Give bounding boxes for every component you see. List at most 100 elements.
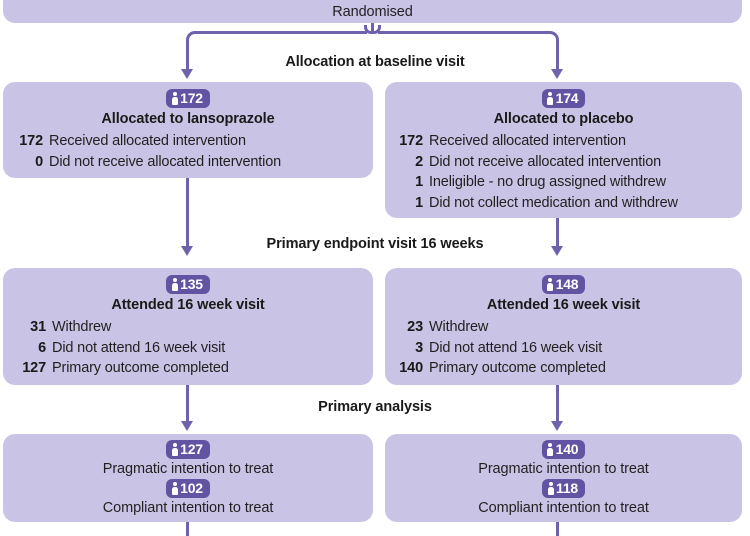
analysis-left-compliant-count: 102 (180, 480, 203, 497)
stage-label-allocation: Allocation at baseline visit (285, 54, 465, 70)
item-count: 6 (38, 339, 46, 356)
allocation-left-items: 172 Received allocated intervention 0 Di… (3, 131, 373, 172)
connector-left-allocation-to-endpoint (186, 178, 189, 248)
item-label: Withdrew (52, 319, 112, 336)
allocation-right-box: 174 Allocated to placebo 172 Received al… (385, 82, 742, 218)
item-count: 172 (19, 133, 43, 150)
connector-right-analysis-outgoing (556, 522, 559, 536)
analysis-right-compliant-badge: 118 (542, 479, 585, 499)
allocation-left-box: 172 Allocated to lansoprazole 172 Receiv… (3, 82, 373, 178)
analysis-left-compliant-label: Compliant intention to treat (102, 500, 274, 517)
person-icon (171, 91, 178, 106)
allocation-right-items: 172 Received allocated intervention 2 Di… (385, 131, 742, 213)
person-icon (547, 481, 554, 496)
connector-split-right-curve (371, 25, 381, 34)
person-icon (171, 277, 178, 292)
arrowhead-left-allocation (181, 69, 193, 79)
list-item: 1 Ineligible - no drug assigned withdrew (393, 172, 742, 193)
endpoint-right-title: Attended 16 week visit (486, 297, 641, 314)
item-label: Did not collect medication and withdrew (429, 194, 678, 211)
list-item: 127 Primary outcome completed (16, 358, 373, 379)
analysis-left-compliant-badge-row: 102 (3, 479, 373, 499)
allocation-right-badge-row: 174 (385, 89, 742, 109)
connector-left-endpoint-to-analysis (186, 385, 189, 423)
endpoint-left-badge-row: 135 (3, 275, 373, 295)
endpoint-left-badge: 135 (166, 275, 210, 295)
allocation-right-badge-count: 174 (555, 90, 579, 106)
connector-left-analysis-outgoing (186, 522, 189, 536)
allocation-left-badge-row: 172 (3, 89, 373, 109)
endpoint-right-badge: 148 (541, 275, 586, 295)
endpoint-left-badge-count: 135 (180, 276, 203, 292)
item-label: Received allocated intervention (429, 133, 626, 150)
item-count: 2 (415, 153, 423, 170)
item-count: 140 (399, 360, 423, 377)
list-item: 2 Did not receive allocated intervention (393, 152, 742, 173)
allocation-left-badge-count: 172 (180, 90, 203, 106)
analysis-left-pragmatic-label: Pragmatic intention to treat (102, 461, 274, 478)
endpoint-right-box: 148 Attended 16 week visit 23 Withdrew 3… (385, 268, 742, 385)
item-label: Withdrew (429, 319, 489, 336)
list-item: 3 Did not attend 16 week visit (393, 338, 742, 359)
connector-split-bar-left (195, 31, 367, 34)
list-item: 140 Primary outcome completed (393, 358, 742, 379)
analysis-right-pragmatic-count: 140 (555, 441, 579, 457)
item-label: Did not receive allocated intervention (429, 153, 662, 170)
item-count: 127 (22, 360, 46, 377)
analysis-left-pragmatic-badge: 127 (166, 440, 210, 460)
person-icon (171, 442, 178, 457)
analysis-left-box: 127 Pragmatic intention to treat 102 Com… (3, 434, 373, 522)
connector-down-to-left-allocation (186, 43, 189, 71)
item-count: 1 (415, 174, 423, 191)
allocation-left-title: Allocated to lansoprazole (101, 111, 275, 128)
analysis-right-compliant-label: Compliant intention to treat (478, 500, 649, 517)
analysis-right-compliant-count: 118 (556, 480, 578, 497)
randomised-box: Randomised (3, 0, 742, 23)
connector-right-allocation-to-endpoint (556, 218, 559, 248)
endpoint-left-items: 31 Withdrew 6 Did not attend 16 week vis… (3, 317, 373, 379)
analysis-left-compliant-badge: 102 (166, 479, 210, 499)
arrowhead-right-endpoint (551, 246, 563, 256)
connector-down-to-right-allocation (556, 43, 559, 71)
item-count: 3 (415, 339, 423, 356)
analysis-right-pragmatic-label: Pragmatic intention to treat (478, 461, 649, 478)
analysis-left-pragmatic-badge-row: 127 (3, 440, 373, 460)
item-label: Did not attend 16 week visit (429, 339, 603, 356)
allocation-right-title: Allocated to placebo (493, 111, 634, 128)
person-icon (547, 442, 554, 457)
endpoint-left-box: 135 Attended 16 week visit 31 Withdrew 6… (3, 268, 373, 385)
connector-elbow-right (547, 31, 559, 45)
arrowhead-left-analysis (181, 421, 193, 431)
item-label: Primary outcome completed (429, 360, 606, 377)
person-icon (171, 481, 178, 496)
endpoint-right-badge-count: 148 (555, 276, 579, 292)
list-item: 172 Received allocated intervention (393, 131, 742, 152)
allocation-left-badge: 172 (166, 89, 210, 109)
item-label: Primary outcome completed (52, 360, 229, 377)
arrowhead-right-analysis (551, 421, 563, 431)
stage-label-endpoint: Primary endpoint visit 16 weeks (266, 236, 484, 252)
analysis-right-pragmatic-badge-row: 140 (385, 440, 742, 460)
list-item: 172 Received allocated intervention (13, 131, 373, 152)
item-count: 1 (415, 194, 423, 211)
list-item: 31 Withdrew (16, 317, 373, 338)
connector-elbow-left (186, 31, 198, 45)
analysis-right-box: 140 Pragmatic intention to treat 118 Com… (385, 434, 742, 522)
randomised-label: Randomised (332, 4, 413, 20)
arrowhead-right-allocation (551, 69, 563, 79)
analysis-left-pragmatic-count: 127 (180, 441, 203, 457)
list-item: 1 Did not collect medication and withdre… (393, 193, 742, 214)
item-label: Did not attend 16 week visit (52, 339, 226, 356)
list-item: 0 Did not receive allocated intervention (13, 152, 373, 173)
allocation-right-badge: 174 (541, 89, 586, 109)
item-label: Did not receive allocated intervention (49, 153, 282, 170)
person-icon (547, 277, 554, 292)
item-label: Received allocated intervention (49, 133, 246, 150)
arrowhead-left-endpoint (181, 246, 193, 256)
person-icon (547, 91, 554, 106)
item-count: 23 (407, 319, 423, 336)
item-label: Ineligible - no drug assigned withdrew (429, 174, 666, 191)
endpoint-right-badge-row: 148 (385, 275, 742, 295)
endpoint-left-title: Attended 16 week visit (111, 297, 265, 314)
